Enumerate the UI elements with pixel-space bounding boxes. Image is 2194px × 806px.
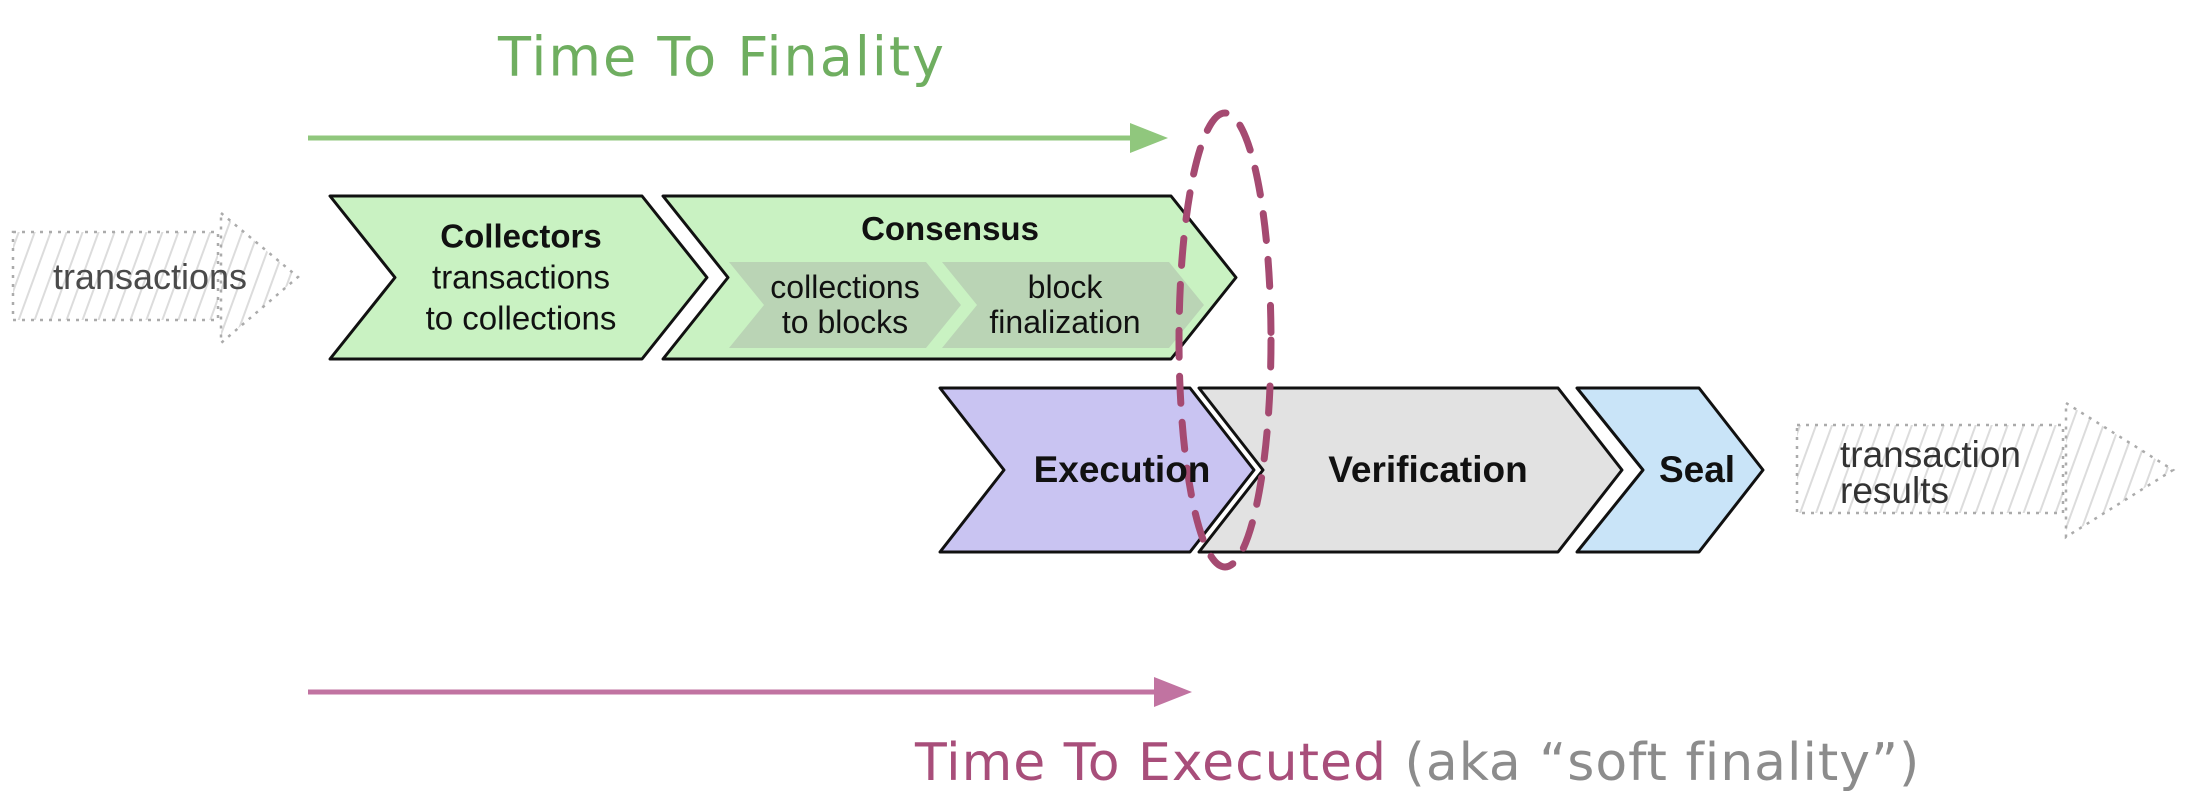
soft-finality-boundary-ellipse (1175, 109, 1275, 571)
collectors-line1: transactions (432, 258, 610, 296)
collections-to-blocks-line2: to blocks (781, 304, 909, 340)
results-output-label: transaction results (1840, 434, 2021, 511)
transactions-input-label: transactions (52, 256, 248, 297)
results-arrow-body (1795, 423, 2065, 515)
results-label-line1: transaction (1840, 434, 2021, 475)
results-output-arrow (1795, 400, 2176, 540)
block-finalization-label: block finalization (989, 270, 1140, 340)
block-finalization-subchevron (942, 262, 1204, 348)
collectors-title: Collectors (440, 217, 602, 255)
consensus-title: Consensus (861, 210, 1039, 247)
time-to-finality-title: Time To Finality (498, 25, 946, 89)
time-to-executed-title: Time To Executed (915, 733, 1388, 793)
block-finalization-line2: finalization (989, 304, 1141, 340)
seal-chevron (1575, 386, 1765, 554)
transactions-arrow-body (11, 230, 220, 322)
collectors-line2: to collections (425, 299, 617, 337)
transactions-arrow-head (219, 210, 300, 346)
transactions-input-arrow (11, 210, 300, 346)
block-finalization-line1: block (1027, 269, 1103, 305)
soft-finality-suffix: (aka “soft finality”) (1387, 733, 1921, 793)
finality-arrow-head (1130, 123, 1168, 153)
executed-arrow-head (1154, 677, 1192, 707)
verification-label: Verification (1328, 449, 1528, 490)
finality-timeline-arrow (308, 123, 1168, 153)
collections-to-blocks-line1: collections (770, 269, 920, 305)
collections-to-blocks-label: collections to blocks (770, 270, 919, 340)
time-to-executed-caption: Time To Executed (aka “soft finality”) (915, 733, 1920, 793)
collectors-label: Collectors transactions to collections (426, 216, 617, 339)
executed-timeline-arrow (308, 677, 1192, 707)
collectors-chevron (328, 194, 709, 361)
verification-chevron (1197, 386, 1624, 554)
seal-label: Seal (1658, 449, 1736, 490)
results-label-line2: results (1840, 470, 1949, 511)
execution-chevron (938, 386, 1256, 554)
execution-label: Execution (1033, 449, 1211, 490)
collections-to-blocks-subchevron (729, 262, 961, 348)
results-arrow-head (2064, 400, 2176, 540)
